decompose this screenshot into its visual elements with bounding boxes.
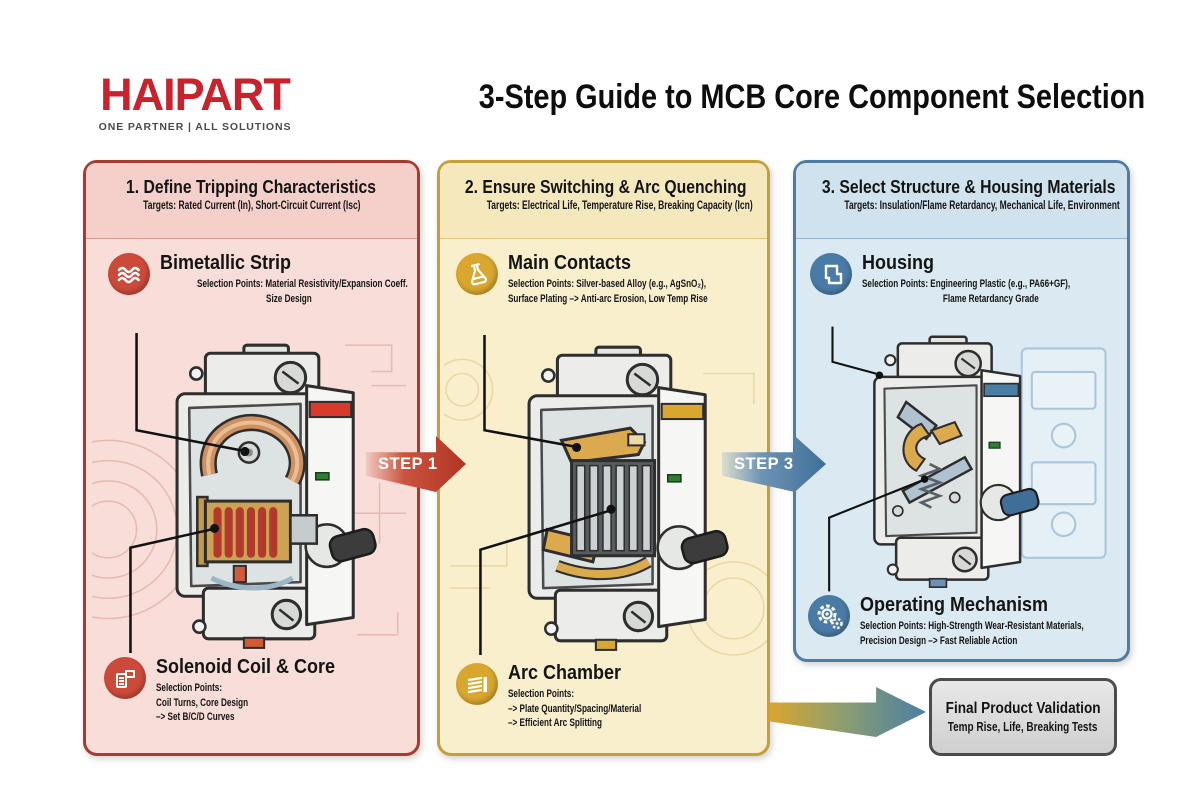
component-title: Housing bbox=[862, 252, 934, 274]
brand-wordmark: HAIPART bbox=[100, 69, 291, 120]
step-3-header: 3. Select Structure & Housing Materials … bbox=[796, 163, 1127, 239]
validation-flow-arrow bbox=[770, 687, 926, 737]
step-1-panel: 1. Define Tripping Characteristics Targe… bbox=[83, 160, 420, 756]
component-operating-mechanism: Operating Mechanism Selection Points: Hi… bbox=[808, 595, 1118, 648]
page-title: 3-Step Guide to MCB Core Component Selec… bbox=[478, 78, 1146, 116]
step-2-panel: 2. Ensure Switching & Arc Quenching Targ… bbox=[437, 160, 770, 756]
step-3-targets: Targets: Insulation/Flame Retardancy, Me… bbox=[844, 200, 1120, 213]
step-3-title: 3. Select Structure & Housing Materials bbox=[821, 176, 1116, 197]
component-title: Main Contacts bbox=[508, 252, 632, 274]
step-1-header: 1. Define Tripping Characteristics Targe… bbox=[86, 163, 417, 239]
brand-logo: HAIPART ONE PARTNER | ALL SOLUTIONS bbox=[78, 72, 312, 133]
mcb-cutaway-step1 bbox=[92, 333, 406, 653]
step-2-header: 2. Ensure Switching & Arc Quenching Targ… bbox=[440, 163, 767, 239]
ghost-mcb-outline bbox=[1020, 347, 1107, 559]
operating-mechanism-graphic bbox=[891, 400, 974, 517]
component-text: Arc Chamber Selection Points: –> Plate Q… bbox=[508, 663, 766, 731]
component-title: Arc Chamber bbox=[508, 662, 622, 684]
mcb-cutaway-step3 bbox=[828, 326, 1107, 592]
component-solenoid-coil: Solenoid Coil & Core Selection Points: C… bbox=[104, 657, 414, 725]
callout-lines bbox=[479, 335, 616, 655]
brand-tagline: ONE PARTNER | ALL SOLUTIONS bbox=[98, 121, 292, 133]
component-text: Operating Mechanism Selection Points: Hi… bbox=[860, 595, 1118, 648]
final-validation-card: Final Product Validation Temp Rise, Life… bbox=[929, 678, 1117, 756]
component-housing: Housing Selection Points: Engineering Pl… bbox=[810, 253, 1120, 306]
gears-icon bbox=[808, 595, 850, 637]
component-title: Solenoid Coil & Core bbox=[156, 656, 336, 678]
component-points: Selection Points: Coil Turns, Core Desig… bbox=[156, 682, 249, 724]
solenoid-coil-icon bbox=[104, 657, 146, 699]
component-text: Housing Selection Points: Engineering Pl… bbox=[862, 253, 1120, 306]
callout-lines bbox=[828, 326, 929, 592]
wave-icon bbox=[108, 253, 150, 295]
component-bimetallic-strip: Bimetallic Strip Selection Points: Mater… bbox=[108, 253, 418, 306]
component-points: Selection Points: –> Plate Quantity/Spac… bbox=[508, 688, 642, 730]
component-text: Solenoid Coil & Core Selection Points: C… bbox=[156, 657, 414, 725]
component-points: Selection Points: Engineering Plastic (e… bbox=[862, 278, 1071, 305]
validation-subtitle: Temp Rise, Life, Breaking Tests bbox=[948, 720, 1098, 734]
contacts-flask-icon bbox=[456, 253, 498, 295]
component-points: Selection Points: Silver-based Alloy (e.… bbox=[508, 278, 708, 305]
step-1-arrow-label: STEP 1 bbox=[378, 454, 438, 473]
step-2-title: 2. Ensure Switching & Arc Quenching bbox=[464, 176, 747, 197]
step-1-targets: Targets: Rated Current (In), Short-Circu… bbox=[142, 200, 361, 213]
component-points: Selection Points: High-Strength Wear-Res… bbox=[860, 620, 1084, 647]
component-text: Main Contacts Selection Points: Silver-b… bbox=[508, 253, 766, 306]
component-title: Operating Mechanism bbox=[860, 594, 1049, 616]
component-text: Bimetallic Strip Selection Points: Mater… bbox=[160, 253, 418, 306]
component-main-contacts: Main Contacts Selection Points: Silver-b… bbox=[456, 253, 766, 306]
step-2-targets: Targets: Electrical Life, Temperature Ri… bbox=[486, 200, 753, 213]
component-points: Selection Points: Material Resistivity/E… bbox=[197, 278, 408, 305]
validation-title: Final Product Validation bbox=[945, 700, 1101, 717]
component-arc-chamber: Arc Chamber Selection Points: –> Plate Q… bbox=[456, 663, 766, 731]
arc-plates-icon bbox=[456, 663, 498, 705]
step-3-panel: 3. Select Structure & Housing Materials … bbox=[793, 160, 1130, 662]
mcb-cutaway-step2 bbox=[444, 335, 768, 656]
component-title: Bimetallic Strip bbox=[160, 252, 292, 274]
step-3-arrow-label: STEP 3 bbox=[734, 454, 794, 473]
callout-lines bbox=[129, 333, 250, 653]
housing-icon bbox=[810, 253, 852, 295]
step-1-title: 1. Define Tripping Characteristics bbox=[126, 176, 377, 197]
